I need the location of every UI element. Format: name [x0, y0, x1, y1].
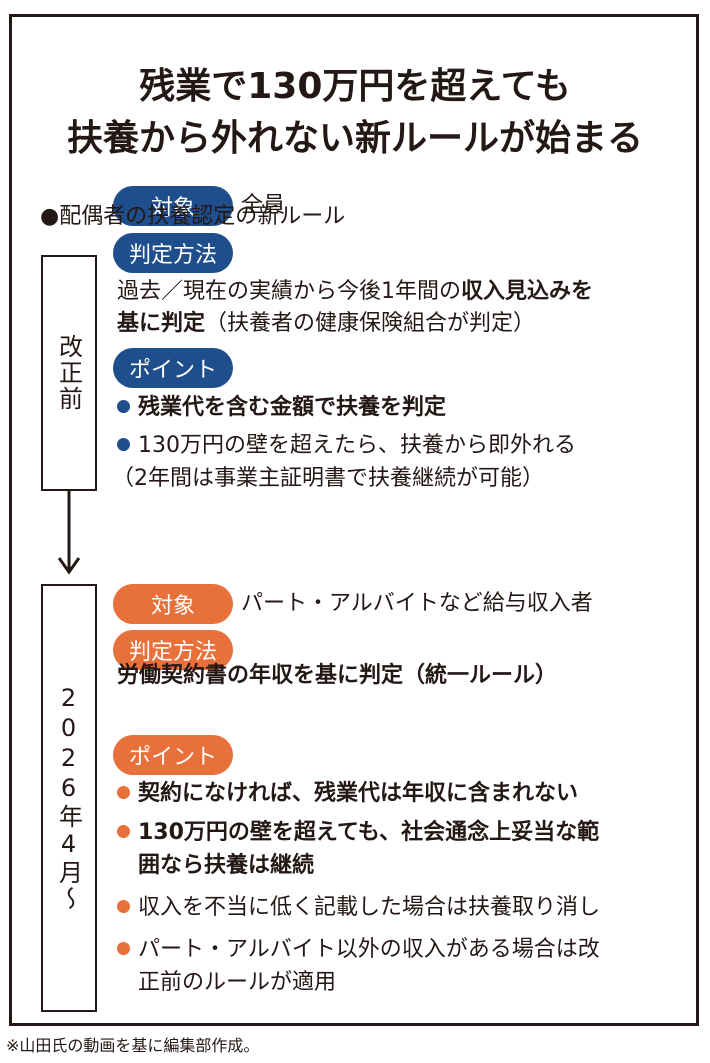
method-pill-after: 判定方法 — [113, 630, 233, 670]
target-value-before: 全員 — [241, 193, 286, 218]
frame-border-bottom — [9, 1023, 699, 1026]
point-item: 残業代を含む金額で扶養を判定 — [117, 395, 446, 421]
points-pill-after: ポイント — [113, 735, 233, 775]
method-text-part: （扶養者の健康保険組合が判定） — [205, 311, 536, 336]
subtitle: ●配偶者の扶養認定の新ルール — [40, 204, 346, 229]
point-continuation: （2年間は事業主証明書で扶養継続が可能） — [112, 466, 544, 491]
target-value-after: パート・アルバイトなど給与収入者 — [241, 591, 593, 616]
point-item: 130万円の壁を超えたら、扶養から即外れる — [117, 433, 576, 459]
points-pill-before: ポイント — [113, 348, 233, 388]
frame-border-right — [696, 14, 699, 1026]
title-line-2: 扶養から外れない新ルールが始まる — [66, 118, 643, 159]
bullet-icon — [117, 785, 130, 799]
point-text: 残業代を含む金額で扶養を判定 — [138, 395, 447, 420]
target-pill-after: 対象 — [113, 584, 233, 624]
method-pill-before: 判定方法 — [113, 233, 233, 273]
method-text-before-line2: 基に判定（扶養者の健康保険組合が判定） — [117, 311, 535, 337]
period-label-after: 2026年4月〜 — [54, 684, 83, 912]
point-continuation: 囲なら扶養は継続 — [138, 853, 315, 878]
period-box-before: 改正前 — [41, 255, 97, 491]
method-text-emphasis: 収入見込みを — [461, 279, 594, 304]
bullet-icon — [117, 824, 130, 838]
footnote: ※山田氏の動画を基に編集部作成。 — [6, 1036, 260, 1055]
method-text-before-line1: 過去／現在の実績から今後1年間の収入見込みを — [117, 279, 593, 305]
method-text-part: 過去／現在の実績から今後1年間の — [117, 279, 461, 304]
point-item: 契約になければ、残業代は年収に含まれない — [117, 781, 578, 807]
frame-border-left — [9, 14, 12, 1026]
point-text: 130万円の壁を超えても、社会通念上妥当な範 — [138, 820, 600, 845]
point-text: 130万円の壁を超えたら、扶養から即外れる — [138, 433, 576, 458]
point-text: 契約になければ、残業代は年収に含まれない — [138, 781, 579, 806]
point-text: 収入を不当に低く記載した場合は扶養取り消し — [138, 895, 601, 920]
target-pill-before: 対象 — [113, 186, 233, 226]
point-text: パート・アルバイト以外の収入がある場合は改 — [138, 937, 600, 962]
bullet-icon — [117, 437, 130, 451]
method-text-emphasis: 基に判定 — [117, 311, 206, 336]
method-text-after: 労働契約書の年収を基に判定（統一ルール） — [117, 663, 558, 688]
title-line-1: 残業で130万円を超えても — [139, 66, 571, 107]
point-item: パート・アルバイト以外の収入がある場合は改 — [117, 937, 600, 963]
period-label-before: 改正前 — [54, 334, 83, 412]
bullet-icon — [117, 941, 130, 955]
point-item: 収入を不当に低く記載した場合は扶養取り消し — [117, 895, 600, 921]
arrow-down-icon — [58, 490, 80, 575]
point-continuation: 正前のルールが適用 — [138, 970, 337, 995]
bullet-icon — [117, 399, 130, 413]
period-box-after: 2026年4月〜 — [41, 584, 97, 1012]
point-item: 130万円の壁を超えても、社会通念上妥当な範 — [117, 820, 599, 846]
bullet-icon — [117, 899, 130, 913]
frame-border-top — [9, 14, 699, 17]
